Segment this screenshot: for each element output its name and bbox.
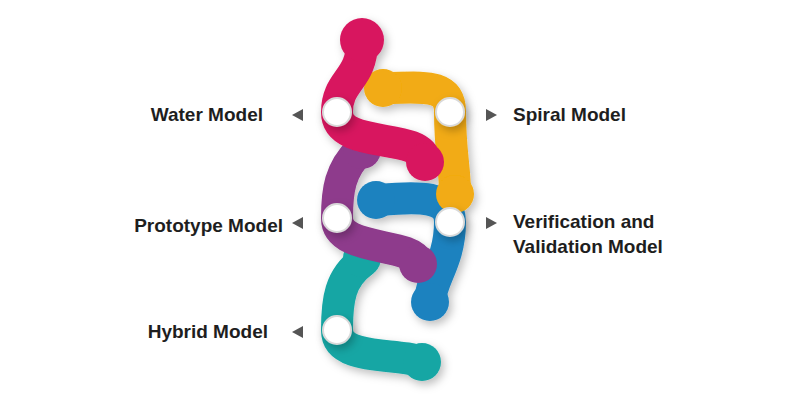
- yellow-lobe: [436, 175, 474, 213]
- pink-lobe: [406, 143, 444, 181]
- pointer-triangle: [486, 109, 497, 121]
- blue-lobe: [411, 283, 449, 321]
- joint-circle: [436, 208, 464, 236]
- model-label: Water Model: [149, 103, 263, 128]
- joint-circle: [323, 204, 351, 232]
- purple-band: [337, 150, 418, 262]
- blue-lobe: [357, 181, 395, 219]
- pink-lobe: [340, 18, 384, 62]
- pointer-triangle: [292, 326, 303, 338]
- pointer-triangle: [486, 217, 497, 229]
- joint-circle: [323, 98, 351, 126]
- model-label: Verification and Validation Model: [513, 210, 698, 259]
- model-label: Prototype Model: [133, 214, 283, 239]
- pointer-triangle: [292, 217, 303, 229]
- purple-lobe: [399, 245, 437, 283]
- teal-lobe: [403, 343, 441, 381]
- pink-band: [337, 42, 425, 160]
- model-label: Spiral Model: [513, 103, 627, 128]
- joint-circle: [323, 316, 351, 344]
- model-label: Hybrid Model: [146, 320, 268, 345]
- joint-circle: [436, 98, 464, 126]
- pointer-triangle: [292, 109, 303, 121]
